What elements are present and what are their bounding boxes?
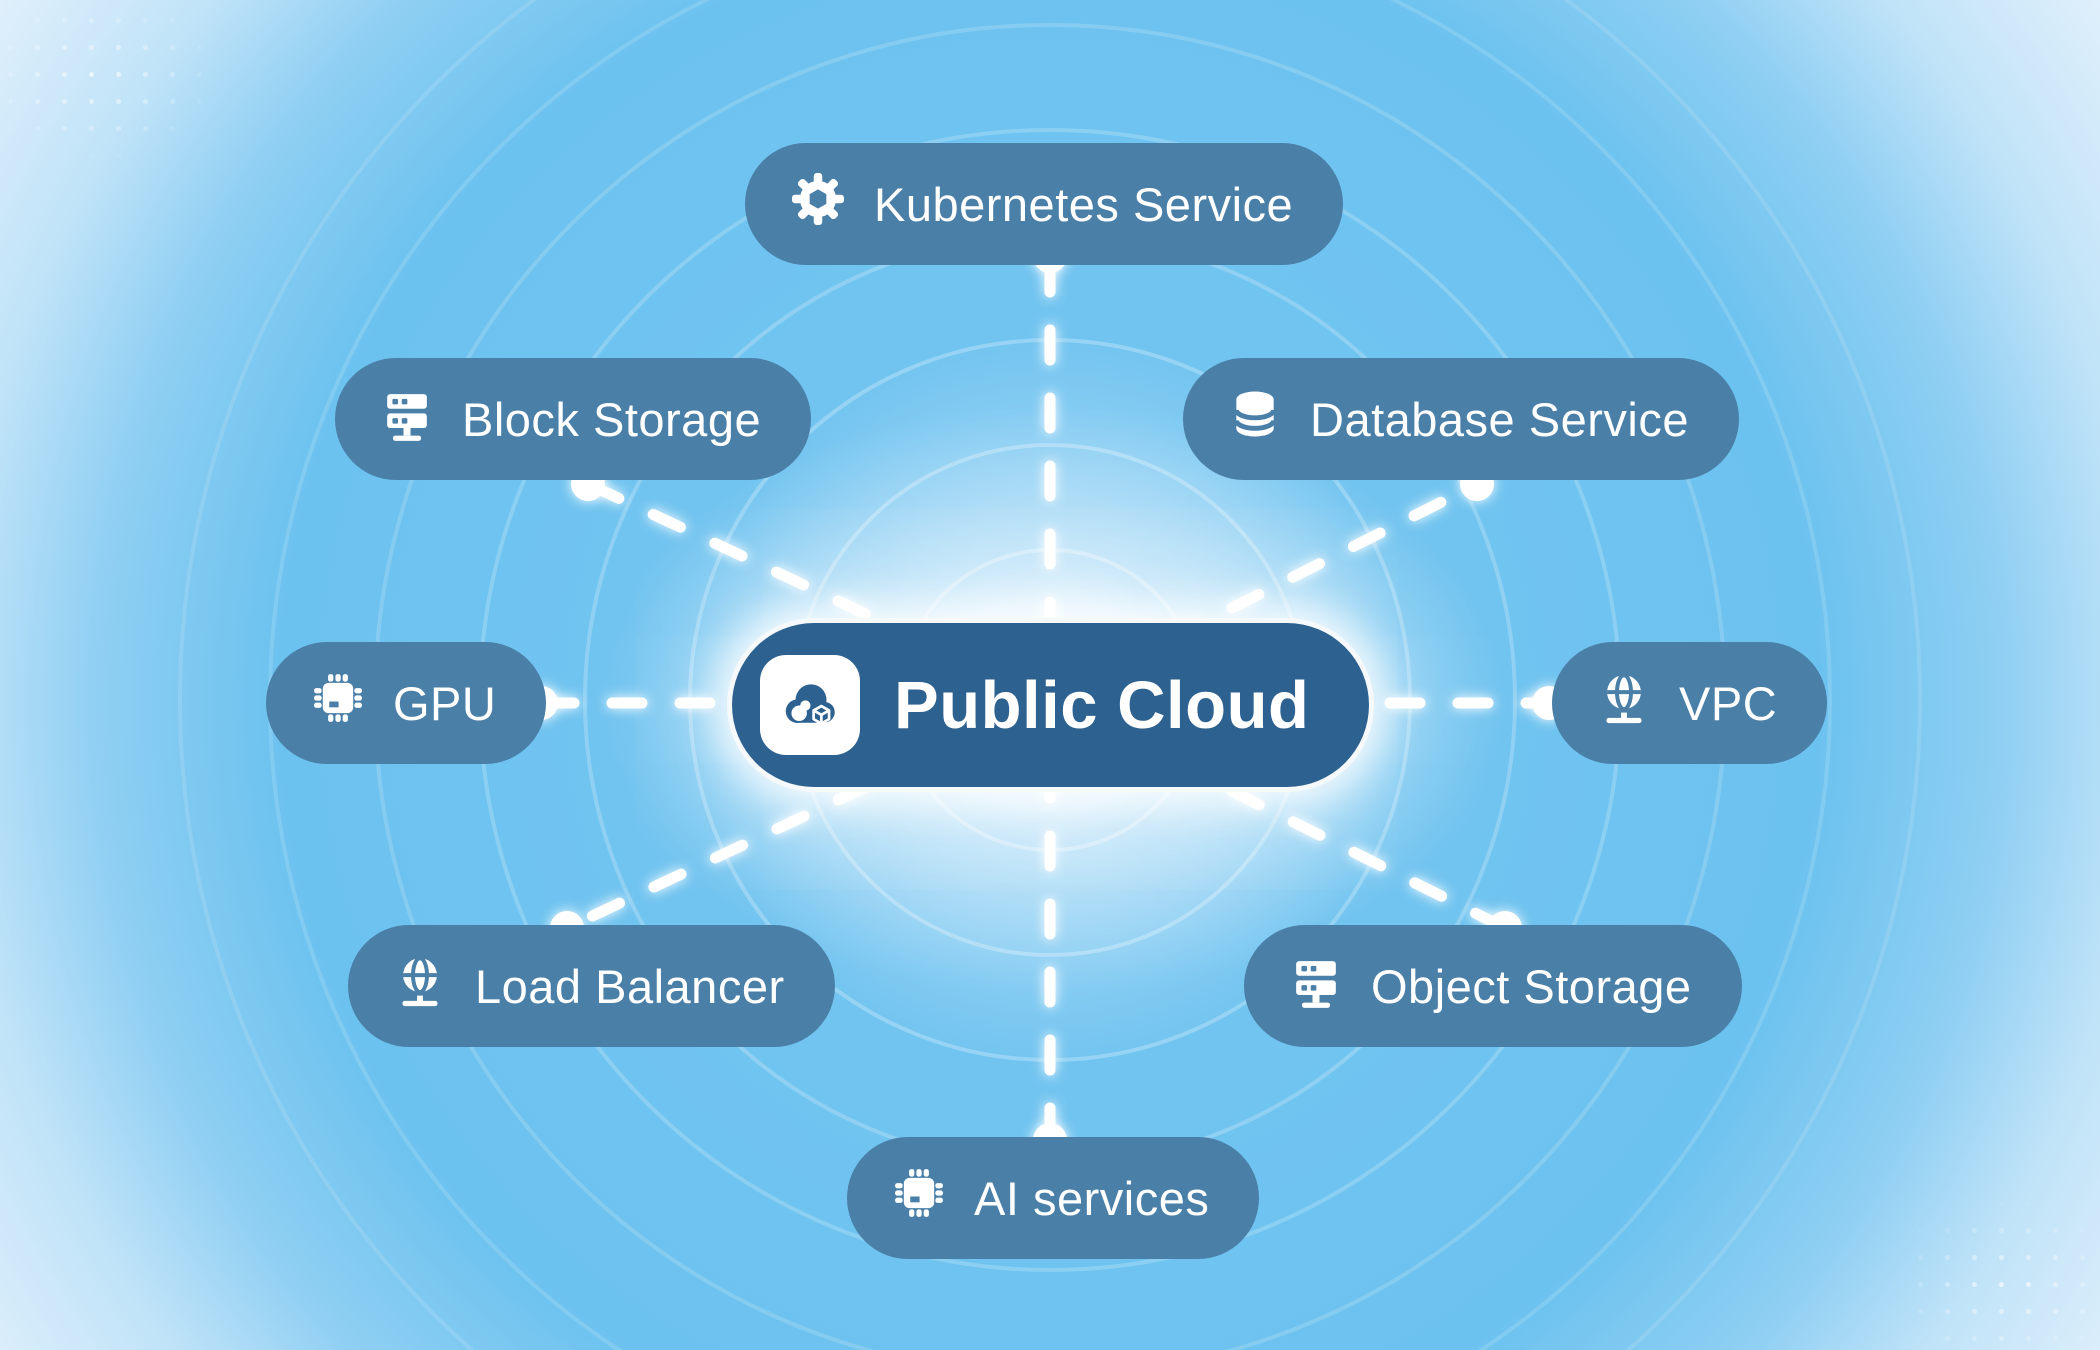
hub-label: Public Cloud xyxy=(894,667,1310,743)
hub-public-cloud: Public Cloud xyxy=(727,618,1375,792)
node-vpc: VPC xyxy=(1552,642,1828,764)
node-object-storage: Object Storage xyxy=(1244,925,1742,1047)
gear-icon xyxy=(789,170,847,239)
node-kubernetes-service: Kubernetes Service xyxy=(745,143,1344,265)
node-label: VPC xyxy=(1679,676,1778,730)
node-database-service: Database Service xyxy=(1183,358,1739,480)
node-label: Object Storage xyxy=(1371,959,1692,1013)
server-icon xyxy=(379,386,435,453)
node-label: AI services xyxy=(974,1171,1210,1225)
cloud-cube-icon xyxy=(760,655,860,755)
node-label: Load Balancer xyxy=(475,959,785,1013)
database-icon xyxy=(1227,386,1283,453)
node-label: Block Storage xyxy=(462,392,762,446)
chip-icon xyxy=(310,670,366,737)
node-ai-services: AI services xyxy=(847,1137,1260,1259)
node-label: Kubernetes Service xyxy=(874,177,1294,231)
server-icon xyxy=(1288,953,1344,1020)
globe-icon xyxy=(1596,670,1652,737)
chip-icon xyxy=(891,1165,947,1232)
node-gpu: GPU xyxy=(266,642,547,764)
globe-icon xyxy=(392,953,448,1020)
node-label: Database Service xyxy=(1310,392,1689,446)
node-load-balancer: Load Balancer xyxy=(348,925,835,1047)
node-label: GPU xyxy=(393,676,497,730)
node-block-storage: Block Storage xyxy=(335,358,812,480)
